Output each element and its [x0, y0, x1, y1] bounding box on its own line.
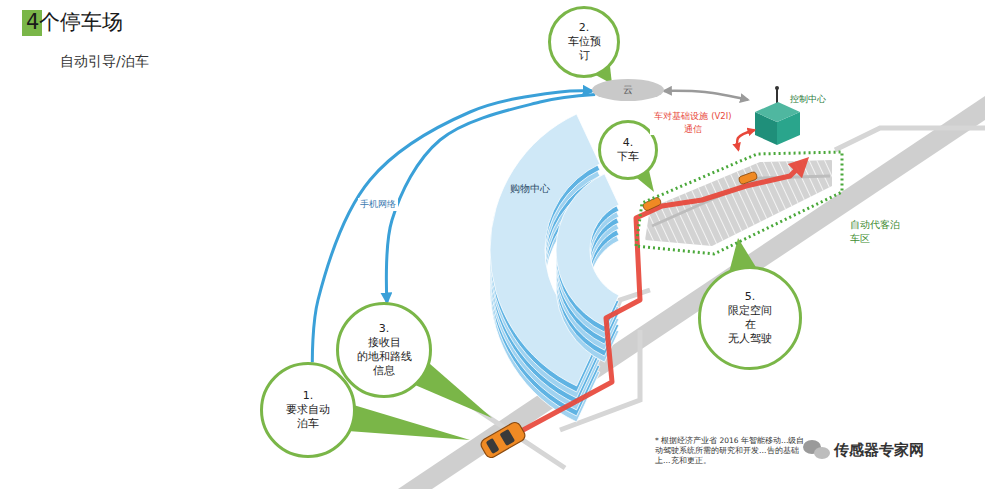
- roads: [398, 96, 985, 489]
- title: 4个停车场: [26, 8, 123, 36]
- mall-label-node: 购物中心: [508, 180, 558, 198]
- callout-circle: 4.下车: [598, 120, 658, 180]
- connector: [386, 94, 595, 302]
- side-road: [835, 128, 985, 150]
- zone-outline: [636, 150, 844, 256]
- callout-number: 5.: [745, 290, 756, 304]
- footnote: * 根据经济产业省 2016 年智能移动…级自动驾驶系统所需的研究和开发…告的基…: [655, 436, 805, 466]
- car-body: [738, 171, 758, 185]
- cloud-node: 云: [592, 79, 664, 101]
- car: [479, 420, 527, 459]
- connector-label: 车对基础设施 (V2I) 通信: [650, 110, 736, 135]
- callout-text: 车位预 订: [568, 35, 601, 63]
- chat-bubble: [814, 447, 830, 459]
- connector-label: 手机网络: [358, 198, 398, 211]
- parked-car: [642, 197, 662, 212]
- callout-text: 要求自动 泊车: [286, 403, 330, 431]
- callout-text: 下车: [617, 150, 639, 164]
- callout-circle: 5.限定空间 在 无人驾驶: [698, 266, 802, 370]
- antenna-tip: [775, 86, 779, 90]
- node-label: 云: [623, 83, 633, 97]
- subtitle: 自动引导/泊车: [60, 52, 149, 70]
- callout-number: 2.: [579, 21, 590, 35]
- callout-text: 接收目 的地和路线 信息: [357, 336, 412, 378]
- car-route: [512, 164, 802, 436]
- mall-floor: [556, 174, 619, 326]
- callout-tail: [348, 405, 470, 440]
- zone-border: [636, 152, 842, 254]
- node-label: 控制中心: [790, 92, 826, 106]
- node-label: 购物中心: [510, 182, 550, 196]
- callout-number: 4.: [623, 136, 634, 150]
- callout-number: 3.: [379, 322, 390, 336]
- callout-circle: 2.车位预 订: [548, 6, 620, 78]
- connector: [737, 130, 754, 150]
- callout-number: 1.: [303, 389, 314, 403]
- node-label: 自动代客泊车区: [850, 218, 906, 246]
- callout-circle: 3.接收目 的地和路线 信息: [336, 302, 432, 398]
- main-road: [398, 96, 985, 489]
- parked-car: [738, 171, 758, 185]
- car-body: [642, 197, 662, 212]
- building-roof: [755, 102, 800, 122]
- watermark: 传感器专家网: [834, 440, 924, 460]
- car-window: [486, 438, 500, 454]
- valet-zone: 自动代客泊车区: [636, 150, 844, 256]
- car-body: [479, 420, 527, 459]
- callout-circle: 1.要求自动 泊车: [260, 362, 356, 458]
- connector: [664, 91, 748, 100]
- callout-text: 限定空间 在 无人驾驶: [728, 304, 772, 346]
- control-center: 控制中心: [748, 88, 848, 130]
- wechat-icon: [803, 440, 830, 459]
- car-window: [500, 429, 516, 446]
